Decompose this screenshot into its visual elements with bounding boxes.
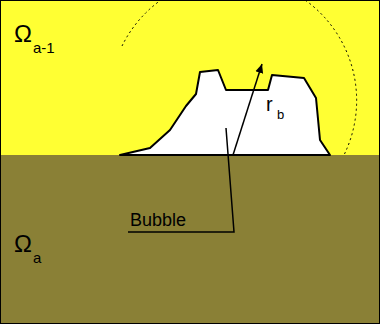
bubble-shape <box>120 70 330 155</box>
omega-symbol: Ω <box>14 22 32 46</box>
radius-arrow <box>233 64 262 155</box>
region-subscript: a-1 <box>33 40 55 55</box>
lower-region <box>0 155 380 324</box>
radius-subscript: b <box>277 108 284 121</box>
bubble-label: Bubble <box>130 211 186 229</box>
radius-symbol: r <box>266 94 273 114</box>
omega-symbol: Ω <box>14 232 32 256</box>
upper-region <box>0 0 380 155</box>
region-subscript: a <box>33 250 41 265</box>
leader-line <box>128 128 234 232</box>
